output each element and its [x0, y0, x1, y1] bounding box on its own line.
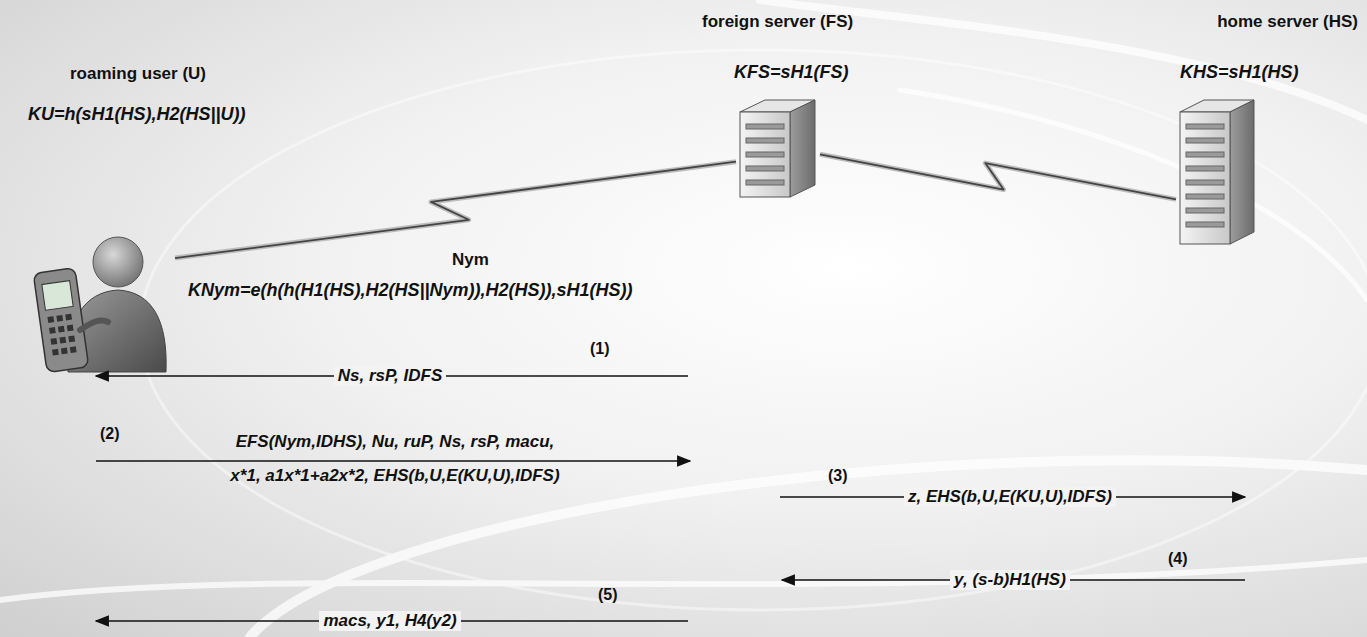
drawing-part — [51, 338, 58, 345]
key-formula: KU=h(sH1(HS),H2(HS||U)) — [28, 104, 246, 125]
message-text: y, (s-b)H1(HS) — [950, 570, 1070, 590]
node-title: roaming user (U) — [70, 64, 206, 84]
message-text: macs, y1, H4(y2) — [319, 611, 460, 631]
drawing-part — [746, 124, 784, 185]
user-node: roaming user (U)KU=h(sH1(HS),H2(HS||U)) — [35, 232, 175, 377]
drawing-part — [1230, 100, 1254, 244]
step-number: (3) — [828, 467, 848, 485]
drawing-part — [42, 281, 73, 311]
drawing-part — [746, 138, 784, 143]
server-icon — [1180, 100, 1254, 244]
drawing-part — [746, 124, 784, 129]
drawing-part — [820, 154, 1176, 199]
drawing-part — [56, 315, 63, 322]
drawing-part — [175, 162, 736, 258]
drawing-part — [1186, 194, 1224, 199]
drawing-part — [1180, 112, 1230, 244]
step-number: (2) — [100, 425, 120, 443]
drawing-part — [59, 337, 66, 344]
node-title: home server (HS) — [1217, 12, 1358, 32]
drawing-part — [58, 326, 65, 333]
server-node: foreign server (FS)KFS=sH1(FS) — [736, 96, 820, 202]
drawing-part — [746, 152, 784, 157]
drawing-part — [1186, 138, 1224, 143]
drawing-part — [175, 162, 736, 258]
drawing-part — [1186, 124, 1224, 227]
drawing-part — [49, 327, 56, 334]
drawing-part — [33, 268, 89, 373]
key-formula: KHS=sH1(HS) — [1180, 62, 1299, 83]
drawing-part — [820, 154, 1176, 199]
drawing-part — [47, 314, 76, 356]
drawing-part — [67, 325, 74, 332]
drawing-part — [47, 316, 54, 323]
drawing-part — [746, 180, 784, 185]
server-icon — [740, 100, 815, 197]
message-text: Ns, rsP, IDFS — [334, 366, 447, 386]
drawing-part — [96, 460, 690, 462]
step-number: (5) — [598, 586, 618, 604]
drawing-part — [1186, 180, 1224, 185]
drawing-part — [61, 348, 68, 355]
drawing-part — [0, 560, 1367, 600]
drawing-part — [68, 335, 75, 342]
drawing-part — [746, 166, 784, 171]
drawing-part — [70, 346, 77, 353]
drawing-part — [33, 268, 89, 373]
drawing-part — [93, 237, 143, 287]
drawing-part — [900, 90, 1367, 300]
wireless-link — [820, 154, 1176, 199]
step-number: (1) — [590, 340, 610, 358]
drawing-part — [1186, 152, 1224, 157]
drawing-part — [65, 314, 72, 321]
node-title: foreign server (FS) — [702, 12, 853, 32]
link-label: Nym — [452, 250, 489, 270]
key-formula: KNym=e(h(h(H1(HS),H2(HS||Nym)),H2(HS)),s… — [188, 280, 633, 301]
key-formula: KFS=sH1(FS) — [734, 62, 849, 83]
step-number: (4) — [1168, 550, 1188, 568]
drawing-part — [52, 349, 59, 356]
server-node: home server (HS)KHS=sH1(HS) — [1176, 96, 1258, 248]
user-icon — [33, 237, 166, 373]
drawing-part — [1186, 166, 1224, 171]
message-text: z, EHS(b,U,E(KU,U),IDFS) — [904, 487, 1116, 507]
wireless-link — [175, 162, 736, 258]
message-arrows — [96, 376, 1245, 621]
drawing-part — [140, 50, 1367, 610]
drawing-part — [1186, 208, 1224, 213]
message-text: x*1, a1x*1+a2x*2, EHS(b,U,E(KU,U),IDFS) — [230, 466, 559, 486]
drawing-part — [80, 320, 108, 330]
drawing-part — [1186, 124, 1224, 129]
message-text: EFS(Nym,IDHS), Nu, ruP, Ns, rsP, macu, — [236, 432, 555, 452]
drawing-part — [740, 112, 790, 197]
drawing-part — [790, 100, 815, 197]
drawing-part — [1186, 222, 1224, 227]
